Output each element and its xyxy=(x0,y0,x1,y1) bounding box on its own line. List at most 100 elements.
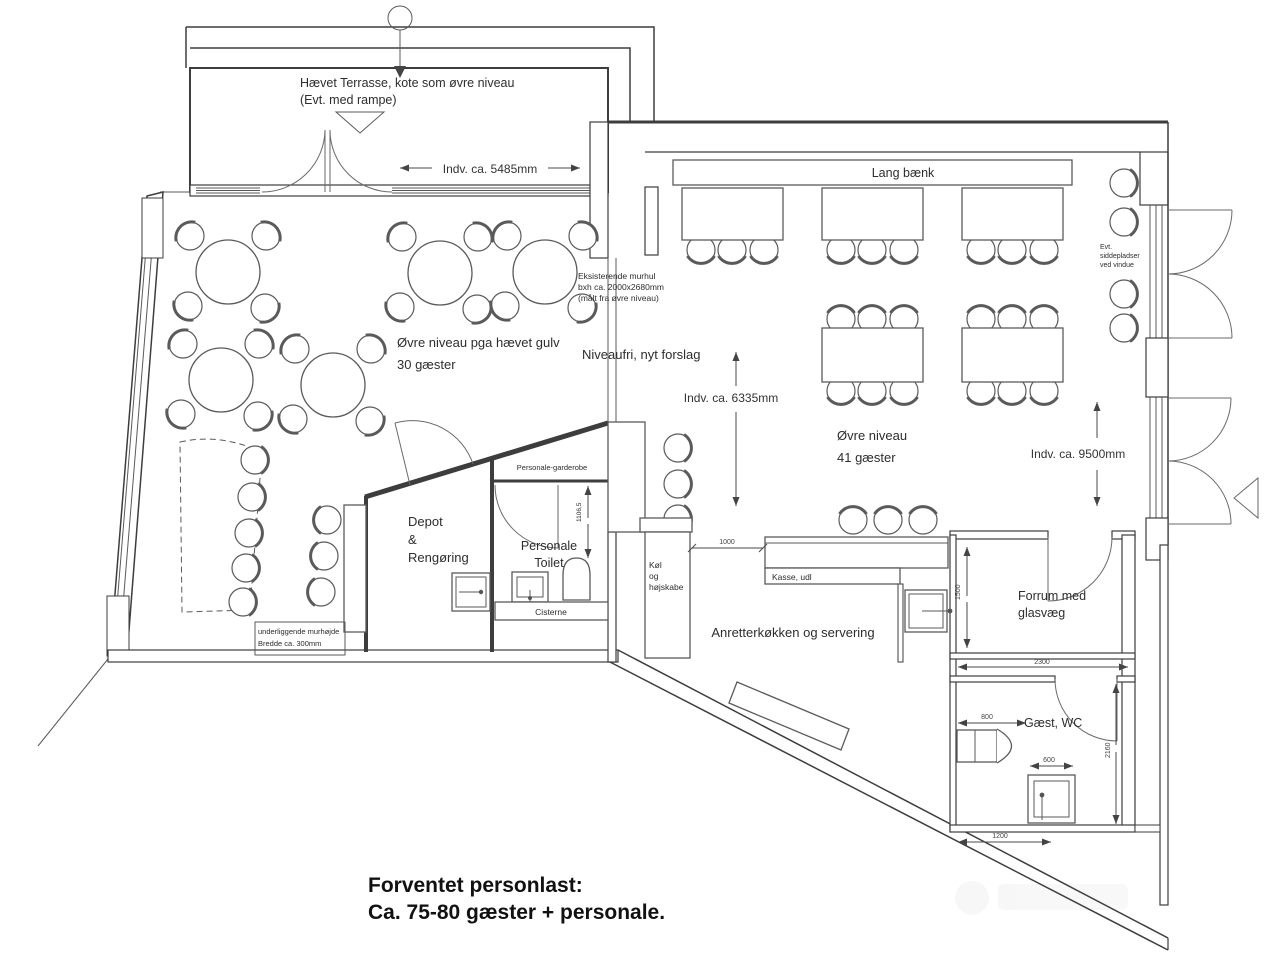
kasse-label: Kasse, udl xyxy=(772,572,812,582)
footer-note-line2: Ca. 75-80 gæster + personale. xyxy=(368,901,665,924)
doors xyxy=(261,129,1259,742)
window-chair xyxy=(1108,312,1140,344)
toilet-door xyxy=(494,484,559,549)
kitchen-label: Anretterkøkken og servering xyxy=(711,625,874,640)
dim-2300-label: 2300 xyxy=(1034,659,1050,666)
garderobe-label: Personale-garderobe xyxy=(517,463,587,472)
bench-table xyxy=(682,188,783,264)
bench-chair xyxy=(239,444,271,476)
footer-note-line1: Forventet personlast: xyxy=(368,874,583,897)
upper-right-label-line1: Øvre niveau xyxy=(837,428,907,443)
wall-shelf xyxy=(254,621,346,656)
fridge-cabinet xyxy=(644,531,691,659)
fridge-label-line1: Køl xyxy=(649,560,662,570)
toilet-dim-label: 1106,5 xyxy=(576,502,583,522)
toilet-label-line1: Personale xyxy=(521,539,577,553)
terrace-double-door xyxy=(261,129,393,193)
window-chair xyxy=(1108,278,1140,310)
counter xyxy=(343,504,367,633)
dim-600-label: 600 xyxy=(1043,757,1055,764)
kasse-counter xyxy=(764,536,949,569)
window-seats-note-line1: Evt. xyxy=(1100,244,1112,251)
six-seat-table xyxy=(822,305,923,405)
bench-chair xyxy=(227,586,259,618)
depot-label-line1: Depot xyxy=(408,514,443,529)
terrace-label-line2: (Evt. med rampe) xyxy=(300,93,397,107)
bench-table xyxy=(962,188,1063,264)
kasse-counter-front xyxy=(764,567,901,585)
bar-stool xyxy=(837,504,869,536)
dim-800-label: 800 xyxy=(981,714,993,721)
upper-left-label-line1: Øvre niveau pga hævet gulv xyxy=(397,335,560,350)
toilet-fixture xyxy=(562,557,591,601)
forrum-label-line1: Forrum med xyxy=(1018,589,1086,603)
toilet-label-line2: Toilet xyxy=(534,556,564,570)
height-dim-6335: Indv. ca. 6335mm xyxy=(684,391,779,405)
counter-chair xyxy=(308,540,340,572)
wall-note-line1: underliggende murhøjde xyxy=(258,627,339,636)
bench-chair xyxy=(236,481,268,513)
round-table xyxy=(168,216,286,328)
dim-2160-label: 2160 xyxy=(1105,742,1112,758)
furniture xyxy=(161,159,1140,824)
labels: Hævet Terrasse, kote som øvre niveau (Ev… xyxy=(258,76,1140,924)
murhul-note-line2: bxh ca. 2000x2680mm xyxy=(578,282,664,292)
niveaufri-label: Niveaufri, nyt forslag xyxy=(582,347,701,362)
cistern-label: Cisterne xyxy=(535,607,567,617)
dim-1500-label: 1500 xyxy=(955,584,962,600)
murhul-note-line3: (målt fra øvre niveau) xyxy=(578,293,659,303)
wc-label: Gæst, WC xyxy=(1024,716,1082,730)
long-bench-label: Lang bænk xyxy=(872,166,935,180)
terrace-width-dim: Indv. ca. 5485mm xyxy=(443,162,538,176)
garderobe-chair xyxy=(662,432,694,464)
upper-left-label-line2: 30 gæster xyxy=(397,357,456,372)
bench-table xyxy=(822,188,923,264)
round-table xyxy=(161,324,279,436)
depot-label-line2: & xyxy=(408,532,417,547)
garderobe-chair xyxy=(662,468,694,500)
right-double-door-1 xyxy=(1167,209,1233,339)
wc-sink xyxy=(1027,774,1076,824)
window-seats-note-line2: siddepladser xyxy=(1100,253,1140,260)
watermark xyxy=(955,881,1128,915)
bench-chair xyxy=(230,552,262,584)
wall-note-line2: Bredde ca. 300mm xyxy=(258,639,321,648)
kitchen-counter xyxy=(728,681,850,751)
counter-chair xyxy=(311,504,343,536)
fridge-cabinet xyxy=(639,517,693,533)
forrum-door xyxy=(1047,536,1113,602)
depth-dim-9500: Indv. ca. 9500mm xyxy=(1031,447,1126,461)
depot-label-line3: Rengøring xyxy=(408,550,469,565)
window-seats-note-line3: ved vindue xyxy=(1100,262,1134,269)
depot-door xyxy=(394,420,474,486)
murhul-note-line1: Eksisterende murhul xyxy=(578,271,656,281)
window-chair xyxy=(1108,167,1140,199)
dim-1000-label: 1000 xyxy=(719,539,735,546)
cistern-box xyxy=(494,601,609,621)
round-table xyxy=(273,329,391,441)
six-seat-table xyxy=(962,305,1063,405)
round-table xyxy=(380,217,498,329)
garderobe-counter xyxy=(607,421,646,533)
dim-1200-label: 1200 xyxy=(992,833,1008,840)
right-double-door-2 xyxy=(1167,397,1232,525)
wc-toilet-fixture xyxy=(956,728,1013,764)
entrance-arrow-marker xyxy=(1233,476,1259,520)
wc-door xyxy=(1054,678,1118,742)
toilet-sink xyxy=(511,571,549,605)
bench-chair xyxy=(233,517,265,549)
fridge-label-line2: og xyxy=(649,571,659,581)
depot-equipment xyxy=(451,572,491,612)
fridge-label-line3: højskabe xyxy=(649,582,684,592)
bar-stool xyxy=(907,504,939,536)
terrace-triangle xyxy=(334,111,386,134)
long-bench xyxy=(672,159,1073,186)
window-chair xyxy=(1108,206,1140,238)
forrum-label-line2: glasvæg xyxy=(1018,606,1065,620)
upper-right-label-line2: 41 gæster xyxy=(837,450,896,465)
bar-stool xyxy=(872,504,904,536)
dimensions xyxy=(334,5,1128,846)
section-marker xyxy=(387,5,413,78)
